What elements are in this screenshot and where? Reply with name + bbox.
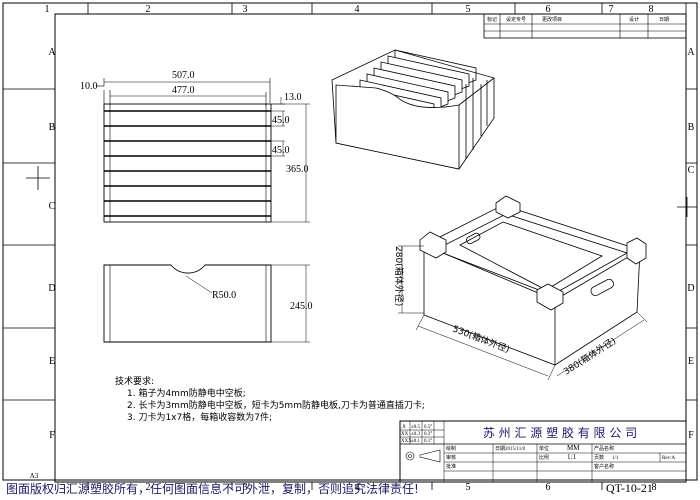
box-width-label: 380(箱体外径) bbox=[561, 335, 618, 378]
tol-label-1: .X bbox=[401, 425, 406, 430]
dim-10: 10.0 bbox=[80, 81, 98, 92]
rev-value: Rev:A bbox=[662, 456, 675, 461]
row-label-e: E bbox=[49, 356, 55, 367]
right-row-label-d: D bbox=[687, 283, 694, 294]
top-view-dims: 10.0 507.0 477.0 13.0 45.0 45.0 365.0 bbox=[80, 70, 309, 175]
date-label: 日期 bbox=[495, 446, 505, 452]
bottom-col-label-2: 2 bbox=[146, 482, 151, 493]
dim-13: 13.0 bbox=[284, 92, 302, 103]
tolerance-table: .X XX XXX ±0.5 ±0.3 ±0.1 0.5° 0.3° 0.1° bbox=[401, 425, 432, 444]
rev-header-design: 设计 bbox=[629, 16, 639, 23]
bottom-col-label-3: 3 bbox=[243, 482, 248, 493]
tol-value-2: ±0.3 bbox=[411, 432, 420, 437]
bottom-col-label-8: 8 bbox=[652, 482, 657, 493]
row-label-a: A bbox=[48, 47, 56, 58]
approve-label: 批准 bbox=[446, 463, 456, 470]
tol-value-3: ±0.1 bbox=[411, 439, 420, 444]
angle-3: 0.1° bbox=[424, 439, 432, 444]
customer-label: 客户名称 bbox=[594, 463, 614, 470]
rev-header-date: 日期 bbox=[659, 17, 669, 23]
outer-border bbox=[2, 2, 698, 481]
dim-45-a: 45.0 bbox=[272, 115, 290, 126]
bottom-ruler bbox=[87, 482, 603, 490]
company-name: 苏 州 汇 源 塑 胶 有 限 公 司 bbox=[483, 425, 637, 440]
scale-label: 比例 bbox=[539, 454, 549, 461]
tol-label-2: XX bbox=[401, 432, 409, 437]
note-2: 2. 长卡为3mm防静电中空板，短卡为5mm防静电板,刀卡为普通直插刀卡; bbox=[127, 399, 425, 411]
bottom-col-label-6: 6 bbox=[546, 482, 551, 493]
row-label-c: C bbox=[49, 201, 56, 212]
tol-value-1: ±0.5 bbox=[411, 425, 420, 430]
knife-card-iso bbox=[331, 49, 495, 170]
row-label-b: B bbox=[49, 122, 56, 133]
col-label-2: 2 bbox=[146, 4, 151, 15]
row-label-f: F bbox=[49, 430, 55, 441]
inner-border bbox=[54, 13, 687, 483]
angle-1: 0.5° bbox=[424, 425, 432, 430]
right-row-label-b: B bbox=[688, 122, 695, 133]
sheet-size-label: A3 bbox=[30, 472, 39, 480]
right-ruler bbox=[677, 88, 697, 401]
copyright-note: 图面版权归汇源塑胶所有，任何图面信息不可外泄，复制，否则追究法律责任! bbox=[6, 482, 419, 496]
box-iso bbox=[398, 195, 648, 381]
right-row-label-a: A bbox=[687, 47, 695, 58]
col-label-1: 1 bbox=[45, 4, 50, 15]
rev-header-number: 设定专号 bbox=[506, 16, 526, 23]
note-3: 3. 刀卡为1x7格，每箱收容数为7件; bbox=[127, 411, 272, 423]
drawn-label: 绘制 bbox=[446, 445, 456, 452]
tol-label-3: XXX bbox=[401, 439, 412, 444]
col-label-6: 6 bbox=[546, 4, 551, 15]
revision-table: 标记 设定专号 更改项目 设计 日期 bbox=[483, 13, 687, 39]
bottom-col-label-5: 5 bbox=[466, 482, 471, 493]
col-label-4: 4 bbox=[355, 4, 360, 15]
dim-477: 477.0 bbox=[172, 85, 195, 96]
left-ruler bbox=[3, 88, 55, 401]
dim-45-b: 45.0 bbox=[272, 145, 290, 156]
rev-header-mark: 标记 bbox=[487, 16, 497, 23]
title-block-fields: 绘制 审核 批准 日期 2015/11/0 单位 MM 比例 1:1 产品名称 … bbox=[446, 444, 675, 470]
note-1: 1. 箱子为4mm防静电中空板; bbox=[127, 387, 246, 399]
dim-r50: R50.0 bbox=[212, 290, 236, 301]
dim-507: 507.0 bbox=[172, 70, 195, 81]
technical-notes: 技术要求: 1. 箱子为4mm防静电中空板; 2. 长卡为3mm防静电中空板，短… bbox=[115, 375, 425, 423]
drawing-number: QT-10-21 bbox=[606, 481, 653, 495]
product-label: 产品名称 bbox=[594, 445, 614, 452]
top-view bbox=[96, 78, 310, 223]
rev-header-change: 更改项目 bbox=[542, 16, 562, 23]
page-value: 1/1 bbox=[612, 456, 619, 461]
right-row-label-e: E bbox=[688, 356, 694, 367]
check-label: 审核 bbox=[446, 454, 456, 461]
row-label-d: D bbox=[48, 283, 55, 294]
col-label-5: 5 bbox=[466, 4, 471, 15]
col-label-3: 3 bbox=[243, 4, 248, 15]
scale-value: 1:1 bbox=[567, 453, 576, 461]
col-label-7: 7 bbox=[609, 4, 614, 15]
right-row-label-f: F bbox=[688, 430, 694, 441]
title-block bbox=[399, 420, 687, 483]
notes-title: 技术要求: bbox=[115, 375, 154, 387]
dim-245: 245.0 bbox=[290, 301, 313, 312]
page-label: 页数 bbox=[594, 454, 604, 461]
right-row-label-c: C bbox=[688, 165, 695, 176]
col-label-8: 8 bbox=[649, 4, 654, 15]
long-card-view bbox=[103, 264, 310, 343]
bottom-col-label-4: 4 bbox=[355, 482, 360, 493]
date-value: 2015/11/0 bbox=[505, 447, 526, 452]
dim-365: 365.0 bbox=[286, 164, 309, 175]
box-height-label: 280(箱体外径) bbox=[393, 246, 405, 306]
angle-2: 0.3° bbox=[424, 432, 432, 437]
unit-label: 单位 bbox=[539, 445, 549, 452]
unit-value: MM bbox=[567, 444, 580, 452]
top-ruler bbox=[87, 3, 687, 14]
